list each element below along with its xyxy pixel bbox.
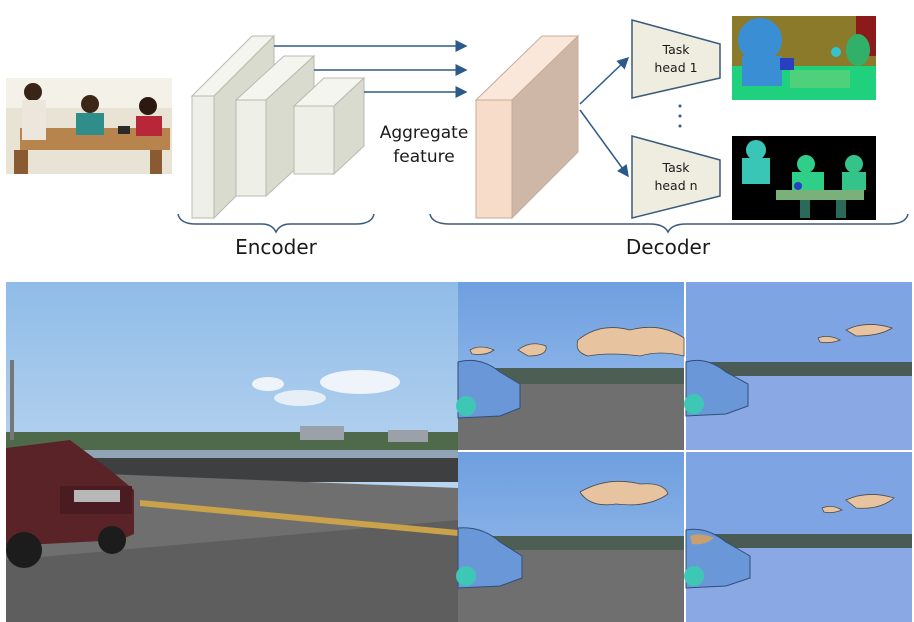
task-head-1-line2: head 1 xyxy=(654,60,697,75)
road-photo xyxy=(6,282,458,622)
task-head-n-line1: Task xyxy=(662,160,691,175)
seg-output-1 xyxy=(732,16,876,100)
aggregate-label-line1: Aggregate xyxy=(380,123,469,143)
task-head-1-line1: Task xyxy=(662,42,691,57)
road-seg-bottom-left xyxy=(456,452,684,622)
ellipsis-dots xyxy=(678,104,682,128)
skip-arrows xyxy=(274,40,468,98)
road-seg-bottom-right xyxy=(684,452,912,622)
decoder-label: Decoder xyxy=(626,235,711,259)
task-head-n-line2: head n xyxy=(654,178,697,193)
seg-output-n xyxy=(732,136,876,220)
arrow-to-head-1 xyxy=(579,56,630,105)
decoder-block xyxy=(474,34,580,220)
encoder-brace xyxy=(177,213,375,234)
task-head-1: Task head 1 xyxy=(631,19,721,99)
road-seg-top-left xyxy=(456,282,685,450)
encoder-label: Encoder xyxy=(235,235,318,259)
arrow-to-head-n xyxy=(579,109,629,178)
aggregate-label-line2: feature xyxy=(393,147,454,167)
road-seg-top-right xyxy=(684,282,912,450)
decoder-brace xyxy=(429,213,909,234)
input-photo xyxy=(6,78,172,174)
encoder-block-3 xyxy=(292,76,366,176)
task-head-n: Task head n xyxy=(631,135,721,219)
